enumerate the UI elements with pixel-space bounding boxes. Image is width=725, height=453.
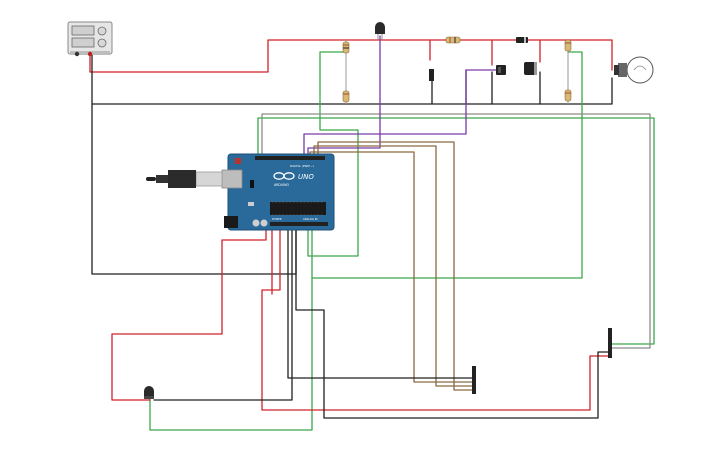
board-model-text: UNO <box>298 173 314 181</box>
wire-black-ground[interactable] <box>91 53 613 105</box>
wire-gray[interactable] <box>261 113 651 349</box>
wires <box>89 35 655 431</box>
wire-green-2[interactable] <box>311 51 583 279</box>
temperature-sensor-lower[interactable] <box>144 386 154 399</box>
wire-black-lower-1[interactable] <box>153 229 293 401</box>
relay-icon[interactable] <box>496 65 506 75</box>
wire-red-lower-2[interactable] <box>261 229 609 411</box>
capacitor-icon[interactable] <box>524 62 537 75</box>
resistor-1[interactable] <box>342 40 350 104</box>
wire-black-lower-2[interactable] <box>295 229 611 419</box>
temperature-sensor-icon[interactable] <box>375 22 385 40</box>
light-bulb-icon[interactable] <box>614 56 654 84</box>
wire-black-lower-3[interactable] <box>287 229 473 379</box>
header-connector-1[interactable] <box>472 366 476 394</box>
wire-brown-1[interactable] <box>309 151 473 383</box>
arduino-logo-icon <box>273 172 295 180</box>
wire-green-1[interactable] <box>307 51 359 257</box>
wire-green-4[interactable] <box>149 277 313 431</box>
arduino-uno-board[interactable]: ARDUINO UNO DIGITAL (PWM ~) POWER ANALOG… <box>221 153 335 231</box>
usb-cable-icon[interactable] <box>146 170 223 188</box>
wire-green-3[interactable] <box>257 117 655 345</box>
power-supply-icon[interactable] <box>67 21 113 57</box>
header-connector-2[interactable] <box>608 328 612 358</box>
transistor-1[interactable] <box>429 69 434 81</box>
wire-red-supply[interactable] <box>89 39 613 73</box>
wire-brown-3[interactable] <box>317 141 473 391</box>
wire-purple-2[interactable] <box>303 69 497 157</box>
board-digital-label: DIGITAL (PWM ~) <box>290 164 314 168</box>
board-analog-label: ANALOG IN <box>303 217 317 221</box>
wire-brown-2[interactable] <box>313 145 473 387</box>
wire-purple-1[interactable] <box>307 35 381 157</box>
board-power-label: POWER <box>272 217 282 221</box>
resistor-2[interactable] <box>445 36 461 44</box>
wire-red-lower-1[interactable] <box>111 229 267 401</box>
board-brand-text: ARDUINO <box>274 183 290 187</box>
resistor-3[interactable] <box>564 39 572 104</box>
diode-icon[interactable] <box>516 37 528 43</box>
